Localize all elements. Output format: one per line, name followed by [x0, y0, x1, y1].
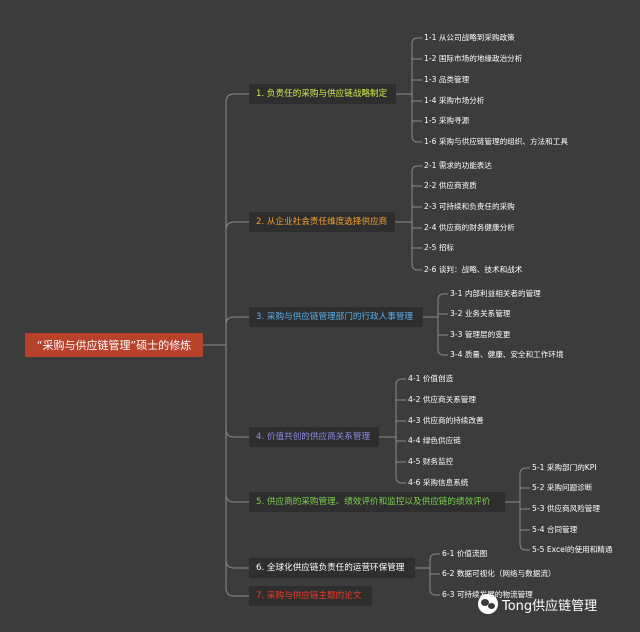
leaf-item-1-1[interactable]: 1-1 从公司战略到采购政策	[424, 33, 515, 42]
watermark: Tong供应链管理	[478, 593, 597, 615]
leaf-item-4-2[interactable]: 4-2 供应商关系管理	[408, 395, 476, 404]
leaf-item-4-1[interactable]: 4-1 价值创造	[408, 374, 454, 383]
category-node-6[interactable]: 6. 全球化供应链负责任的运营环保管理	[249, 558, 415, 578]
leaf-item-4-4[interactable]: 4-4 绿色供应链	[408, 436, 461, 445]
category-node-4[interactable]: 4. 价值共创的供应商关系管理	[249, 427, 379, 447]
leaf-line-3-4	[437, 348, 448, 356]
wechat-icon	[478, 594, 498, 614]
leaf-item-6-2[interactable]: 6-2 数据可视化（网络与数据流）	[442, 569, 556, 578]
leaf-item-2-1[interactable]: 2-1 需求的功能表达	[424, 161, 492, 170]
leaf-item-2-3[interactable]: 2-3 可持续和负责任的采购	[424, 202, 515, 211]
leaf-item-3-1[interactable]: 3-1 内部利益相关者的管理	[450, 289, 541, 298]
leaf-line-6-3	[429, 588, 440, 596]
leaf-item-2-2[interactable]: 2-2 供应商资质	[424, 181, 477, 190]
branch-line-1	[225, 93, 249, 103]
leaf-item-3-4[interactable]: 3-4 质量、健康、安全和工作环境	[450, 350, 564, 359]
leaf-item-5-1[interactable]: 5-1 采购部门的KPI	[532, 463, 597, 472]
leaf-line-1-1	[411, 37, 422, 45]
leaf-item-5-4[interactable]: 5-4 合同管理	[532, 525, 578, 534]
branch-line-6	[225, 559, 249, 569]
root-node[interactable]: “采购与供应链管理”硕士的修炼	[25, 333, 203, 357]
category-node-7[interactable]: 7. 采购与供应链主题的论文	[249, 586, 372, 606]
leaf-item-3-2[interactable]: 3-2 业务关系管理	[450, 309, 511, 318]
branch-line-3	[225, 316, 249, 326]
watermark-text: Tong供应链管理	[502, 598, 598, 614]
branch-line-2	[225, 221, 249, 231]
leaf-line-2-6	[411, 263, 422, 271]
category-node-1[interactable]: 1. 负责任的采购与供应链战略制定	[249, 84, 396, 104]
leaf-item-5-3[interactable]: 5-3 供应商风险管理	[532, 504, 600, 513]
leaf-line-6-1	[429, 553, 440, 561]
leaf-item-5-5[interactable]: 5-5 Excel的使用和精通	[532, 545, 613, 554]
leaf-item-3-3[interactable]: 3-3 管理层的变更	[450, 330, 511, 339]
leaf-line-2-1	[411, 165, 422, 173]
leaf-line-4-6	[395, 476, 406, 484]
leaf-item-4-6[interactable]: 4-6 采购信息系统	[408, 478, 469, 487]
leaf-line-3-1	[437, 293, 448, 301]
leaf-item-2-5[interactable]: 2-5 招标	[424, 243, 455, 252]
branch-line-5	[225, 493, 249, 503]
leaf-item-1-3[interactable]: 1-3 品类管理	[424, 75, 470, 84]
branch-line-4	[225, 428, 249, 438]
branch-line-7	[225, 587, 249, 597]
leaf-item-1-2[interactable]: 1-2 国际市场的地缘政治分析	[424, 54, 523, 63]
category-node-5[interactable]: 5. 供应商的采购管理、绩效评价和监控以及供应链的绩效评价	[249, 492, 505, 512]
leaf-line-5-1	[519, 467, 530, 475]
leaf-item-1-4[interactable]: 1-4 采购市场分析	[424, 96, 485, 105]
leaf-item-1-6[interactable]: 1-6 采购与供应链管理的组织、方法和工具	[424, 137, 568, 146]
leaf-line-5-5	[519, 543, 530, 551]
leaf-item-2-6[interactable]: 2-6 谈判：战略、技术和战术	[424, 265, 523, 274]
leaf-item-4-5[interactable]: 4-5 财务监控	[408, 457, 454, 466]
leaf-line-4-1	[395, 378, 406, 386]
leaf-line-1-6	[411, 135, 422, 143]
leaf-item-6-1[interactable]: 6-1 价值流图	[442, 549, 488, 558]
category-node-2[interactable]: 2. 从企业社会责任维度选择供应商	[249, 212, 395, 232]
leaf-item-1-5[interactable]: 1-5 采购寻源	[424, 116, 470, 125]
category-node-3[interactable]: 3. 采购与供应链管理部门的行政人事管理	[249, 307, 423, 327]
leaf-item-4-3[interactable]: 4-3 供应商的持续改善	[408, 416, 484, 425]
leaf-item-5-2[interactable]: 5-2 采购问题诊断	[532, 483, 593, 492]
leaf-item-2-4[interactable]: 2-4 供应商的财务健康分析	[424, 223, 515, 232]
